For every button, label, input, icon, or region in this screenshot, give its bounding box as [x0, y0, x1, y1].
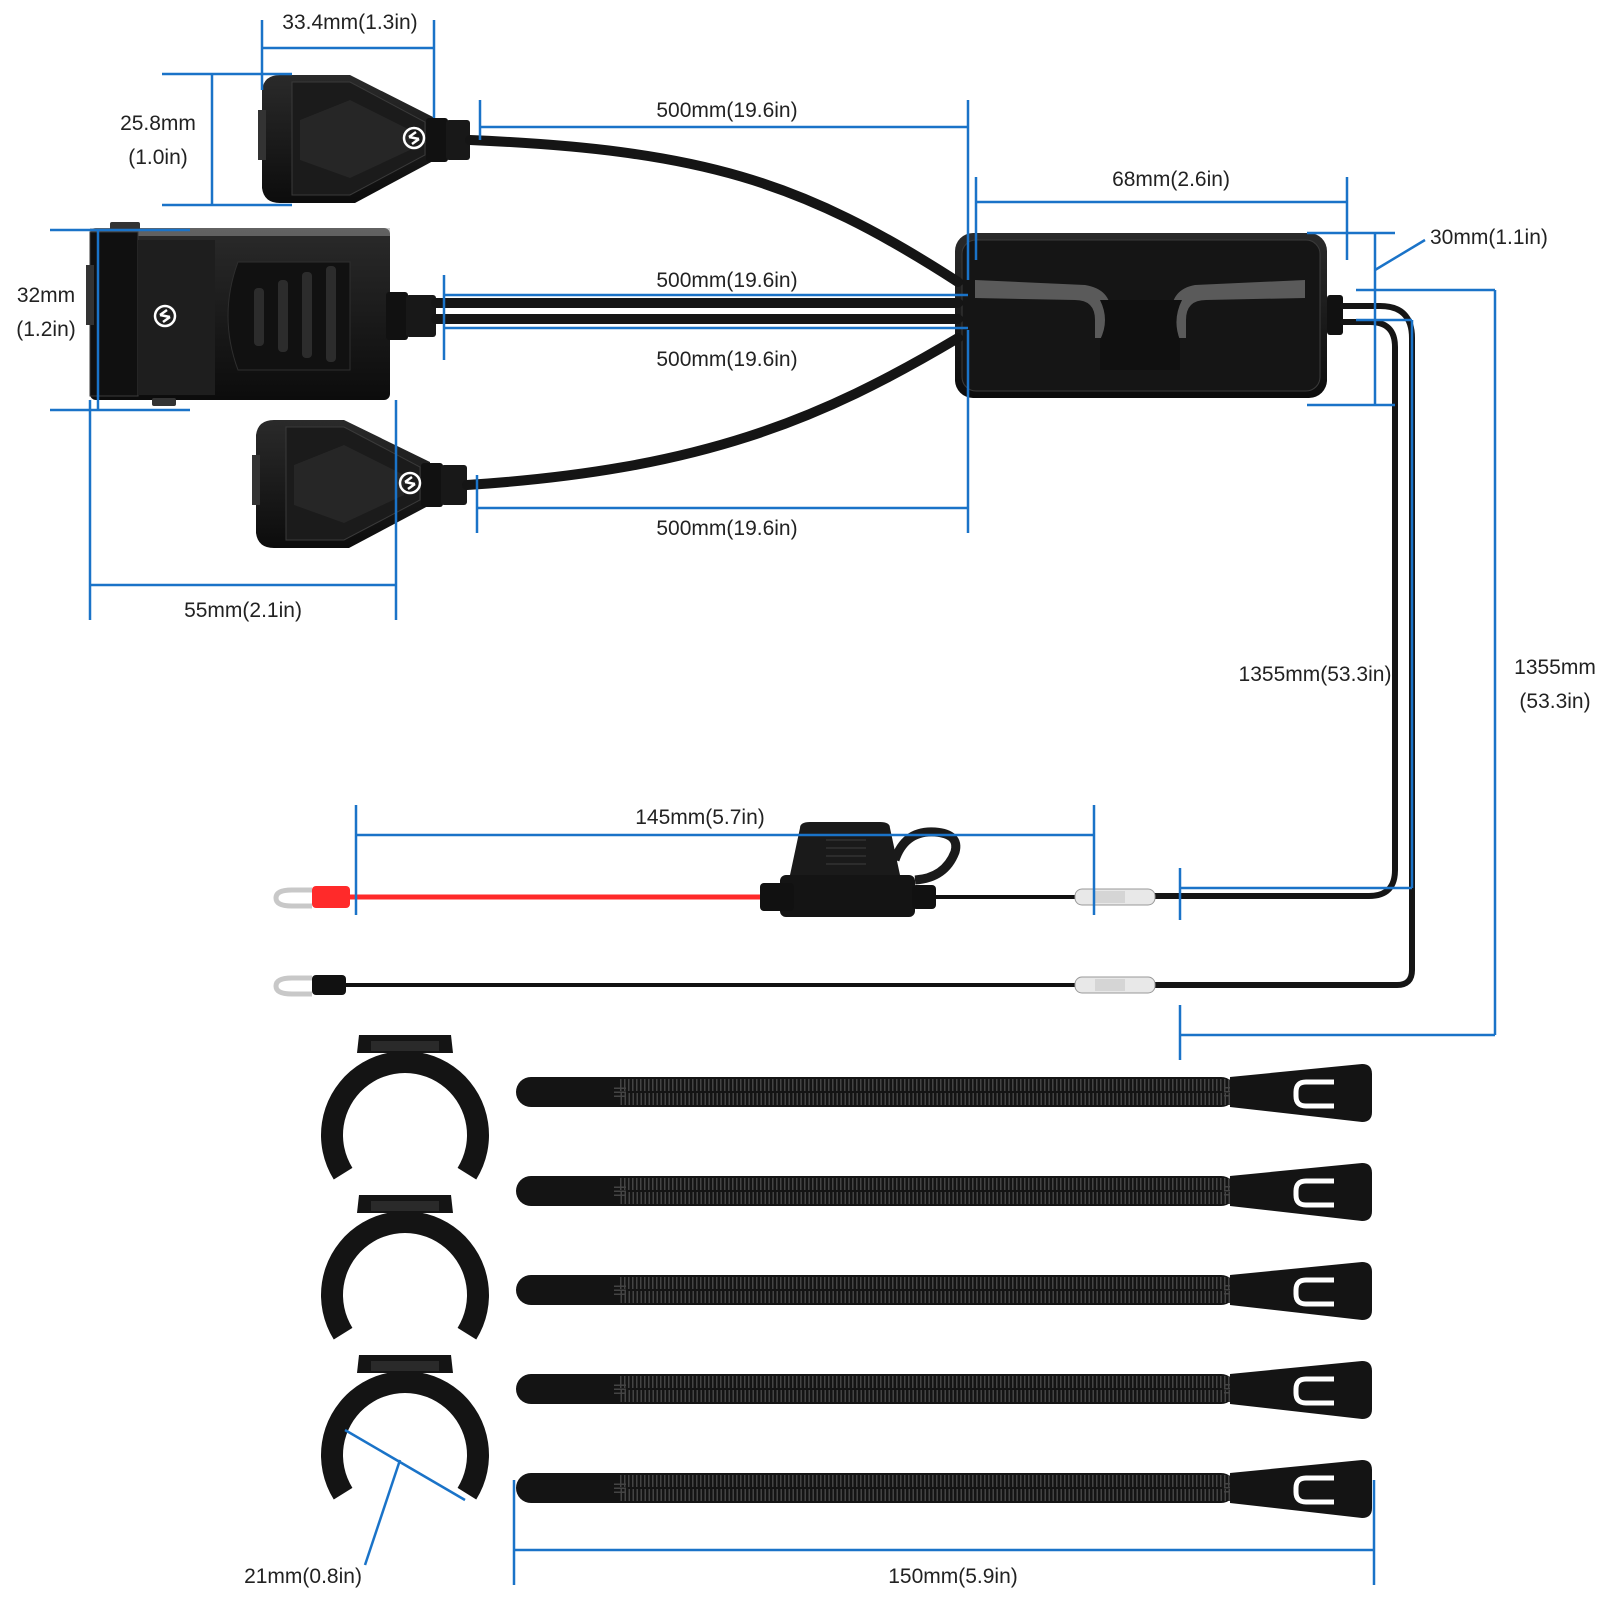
handlebar-clamp-icon [321, 1195, 489, 1340]
label-cable-top: 500mm(19.6in) [656, 99, 797, 122]
cable-tie-icon [516, 1460, 1372, 1518]
cable-tie-icon [516, 1262, 1372, 1320]
label-clamp-diameter: 21mm(0.8in) [244, 1565, 362, 1588]
fuse-lead [273, 822, 1156, 917]
small-port-top [258, 75, 470, 203]
small-port-bottom [252, 420, 467, 548]
handlebar-clamp-icon [321, 1035, 489, 1180]
fork-terminal-icon [273, 887, 312, 909]
label-power-lead-right-mm: 1355mm [1514, 656, 1596, 679]
label-main-port-height-in: (1.2in) [16, 318, 76, 341]
handlebar-clamp-icon [321, 1355, 489, 1500]
label-cable-tie-length: 150mm(5.9in) [888, 1565, 1018, 1588]
label-power-lead-left: 1355mm(53.3in) [1239, 663, 1392, 686]
label-power-lead-right-in: (53.3in) [1519, 690, 1590, 713]
label-cable-mid-upper: 500mm(19.6in) [656, 269, 797, 292]
cable-tie-icon [516, 1361, 1372, 1419]
label-main-port-width: 55mm(2.1in) [184, 599, 302, 622]
label-small-port-height-in: (1.0in) [128, 146, 188, 169]
label-small-port-height-mm: 25.8mm [120, 112, 196, 135]
junction-hub [955, 233, 1343, 398]
cable-tie-icon [516, 1064, 1372, 1122]
handlebar-clamps [321, 1035, 489, 1500]
label-fuse-lead: 145mm(5.7in) [635, 806, 765, 829]
label-cable-bottom: 500mm(19.6in) [656, 517, 797, 540]
label-small-port-width: 33.4mm(1.3in) [282, 11, 417, 34]
cable-tie-icon [516, 1163, 1372, 1221]
label-hub-width: 68mm(2.6in) [1112, 168, 1230, 191]
cable-ties [516, 1064, 1372, 1518]
main-port [86, 222, 436, 406]
label-cable-mid-lower: 500mm(19.6in) [656, 348, 797, 371]
label-main-port-height-mm: 32mm [17, 284, 75, 307]
label-hub-height: 30mm(1.1in) [1430, 226, 1548, 249]
dimension-labels: 33.4mm(1.3in) 25.8mm (1.0in) 500mm(19.6i… [16, 11, 1596, 1588]
cables [431, 135, 1415, 988]
dimension-lines [50, 20, 1497, 1585]
fork-terminal-icon [273, 975, 312, 997]
ground-lead [273, 975, 1156, 997]
